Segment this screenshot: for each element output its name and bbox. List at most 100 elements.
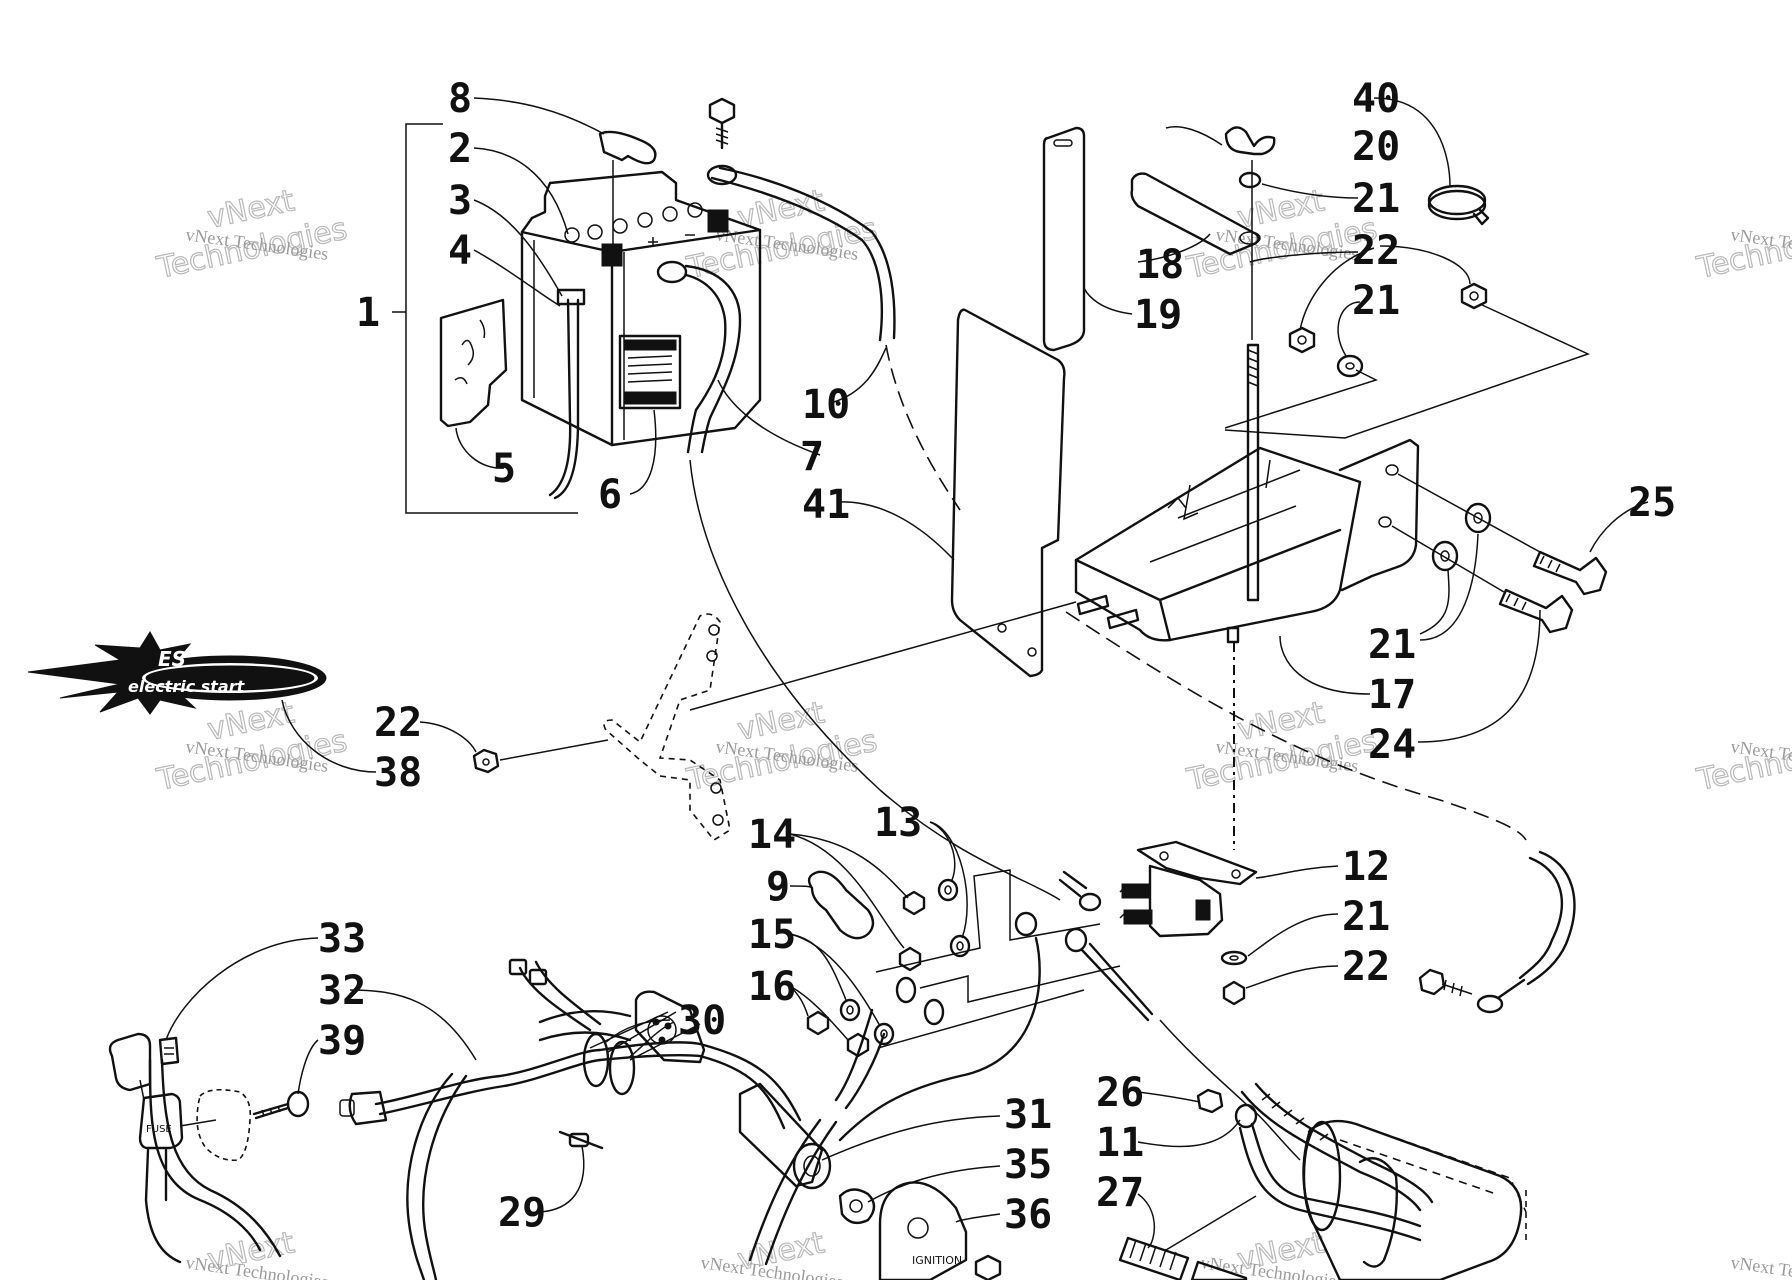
logo-letters: ES [158,647,186,671]
lock-washer [839,998,861,1022]
lock-nut [1196,1088,1224,1114]
callout-22-bracket-nut: 22 [374,700,422,746]
battery-strap [1042,126,1086,352]
flat-washer [1220,950,1248,966]
callout-21-solenoid-washer: 21 [1342,894,1390,940]
lock-nut [806,1010,830,1036]
flat-washer [1431,540,1459,572]
bullet-connector [508,958,528,976]
hex-bolt [1418,968,1473,997]
fuse-mount-phantom [179,1088,252,1162]
callout-41: 41 [802,482,850,528]
starter-cable [1476,850,1576,1014]
callout-4: 4 [448,228,472,274]
callout-18: 18 [1136,242,1184,288]
callout-23: 24 [1368,722,1416,768]
callout-17: 17 [1368,672,1416,718]
hex-bolt [1498,588,1574,634]
flat-washer [1464,502,1492,534]
callout-10: 10 [802,382,850,428]
callout-25: 26 [1096,1070,1144,1116]
callout-11: 11 [1096,1120,1144,1166]
hold-down-rod [1233,160,1260,850]
leader-line [875,869,1101,973]
starter-solenoid [1119,840,1258,938]
fuse-holder: FUSE [108,1032,184,1264]
lock-washer [937,878,959,902]
watermark: Technologies vNext Technologies [1693,723,1792,799]
callout-19: 19 [1134,292,1182,338]
callout-9: 9 [766,864,790,910]
callout-3: 3 [448,178,472,224]
bullet-connector [528,968,548,986]
callouts: 8 2 3 4 1 5 6 7 10 41 18 19 20 21 22 21 … [318,76,1676,1238]
watermark: vNext Technologies [1729,1252,1792,1280]
callout-21-lower-washer: 21 [1352,278,1400,324]
negative-cable [706,164,961,511]
threaded-stud [1190,1260,1248,1280]
callout-12: 12 [1342,844,1390,890]
callout-26: 27 [1096,1170,1144,1216]
battery [520,170,762,447]
battery-assembly-bracket [392,123,578,514]
watermark: vNext vNext Technologies [699,1225,844,1280]
leader-line [689,601,1077,711]
callout-39: 40 [1352,76,1400,122]
electric-start-decal: ES electric start [27,631,327,715]
ignition-lock-nut [838,1188,876,1225]
battery-warning-label [618,334,682,410]
leader-line [1397,473,1541,553]
watermark: Technologies vNext vNext Technologies [1183,695,1381,799]
terminal-bolt [708,97,736,150]
watermark: Technologies vNext vNext Technologies [153,183,351,287]
leader-line [499,739,609,761]
callout-29: 32 [318,968,366,1014]
watermark: vNext vNext Technologies [184,1225,329,1280]
callout-6: 6 [598,472,622,518]
callout-8: 8 [448,76,472,122]
terminal-boot-cap [598,130,657,250]
flat-washer [1238,171,1262,189]
blade-fuse [158,1036,180,1066]
watermark: vNext vNext Technologies [1199,1225,1344,1280]
ring-terminal-wires [838,870,1301,1161]
callout-38: 38 [374,750,422,796]
harness-connector [348,1090,388,1126]
watermark: Technologies vNext vNext Technologies [683,695,881,799]
lock-nut [974,1254,1002,1280]
callout-40: 39 [318,1018,366,1064]
battery-vent-tube [548,288,586,500]
ignition-label: IGNITION [912,1254,962,1267]
vent-tube-clamp [556,288,586,306]
callout-5: 5 [492,446,516,492]
leader-line [1165,1195,1257,1251]
battery-negative-terminal [707,209,729,233]
watermark-small: vNext Technologies [1729,1252,1792,1280]
hose-clamp [1427,184,1490,226]
callout-2: 2 [448,126,472,172]
phantom-line [1065,611,1527,841]
battery-vent-caps [564,202,703,243]
starter-motor [1302,1119,1527,1280]
mounting-screw [252,1090,310,1120]
callout-13: 13 [874,800,922,846]
lock-nut [472,748,500,774]
callout-20: 20 [1352,124,1400,170]
callout-21-tray-washer: 21 [1368,622,1416,668]
lock-nut [898,946,922,972]
battery-pad [439,298,508,428]
ground-wire [1234,1103,1422,1242]
rubber-boot [807,870,875,940]
watermark: Technologies vNext vNext Technologies [153,695,351,799]
logo-text: electric start [128,677,246,696]
callout-21-washer: 21 [1352,176,1400,222]
starter-cable-braided [1240,1082,1434,1212]
callout-30: 33 [318,916,366,962]
leader-line [1391,525,1505,593]
callout-16: 16 [748,964,796,1010]
callout-24: 25 [1628,480,1676,526]
battery-cover-plate [950,308,1066,678]
lock-washer [949,934,971,958]
ignition-plate: IGNITION [878,1181,968,1280]
battery-tray [1074,438,1420,644]
